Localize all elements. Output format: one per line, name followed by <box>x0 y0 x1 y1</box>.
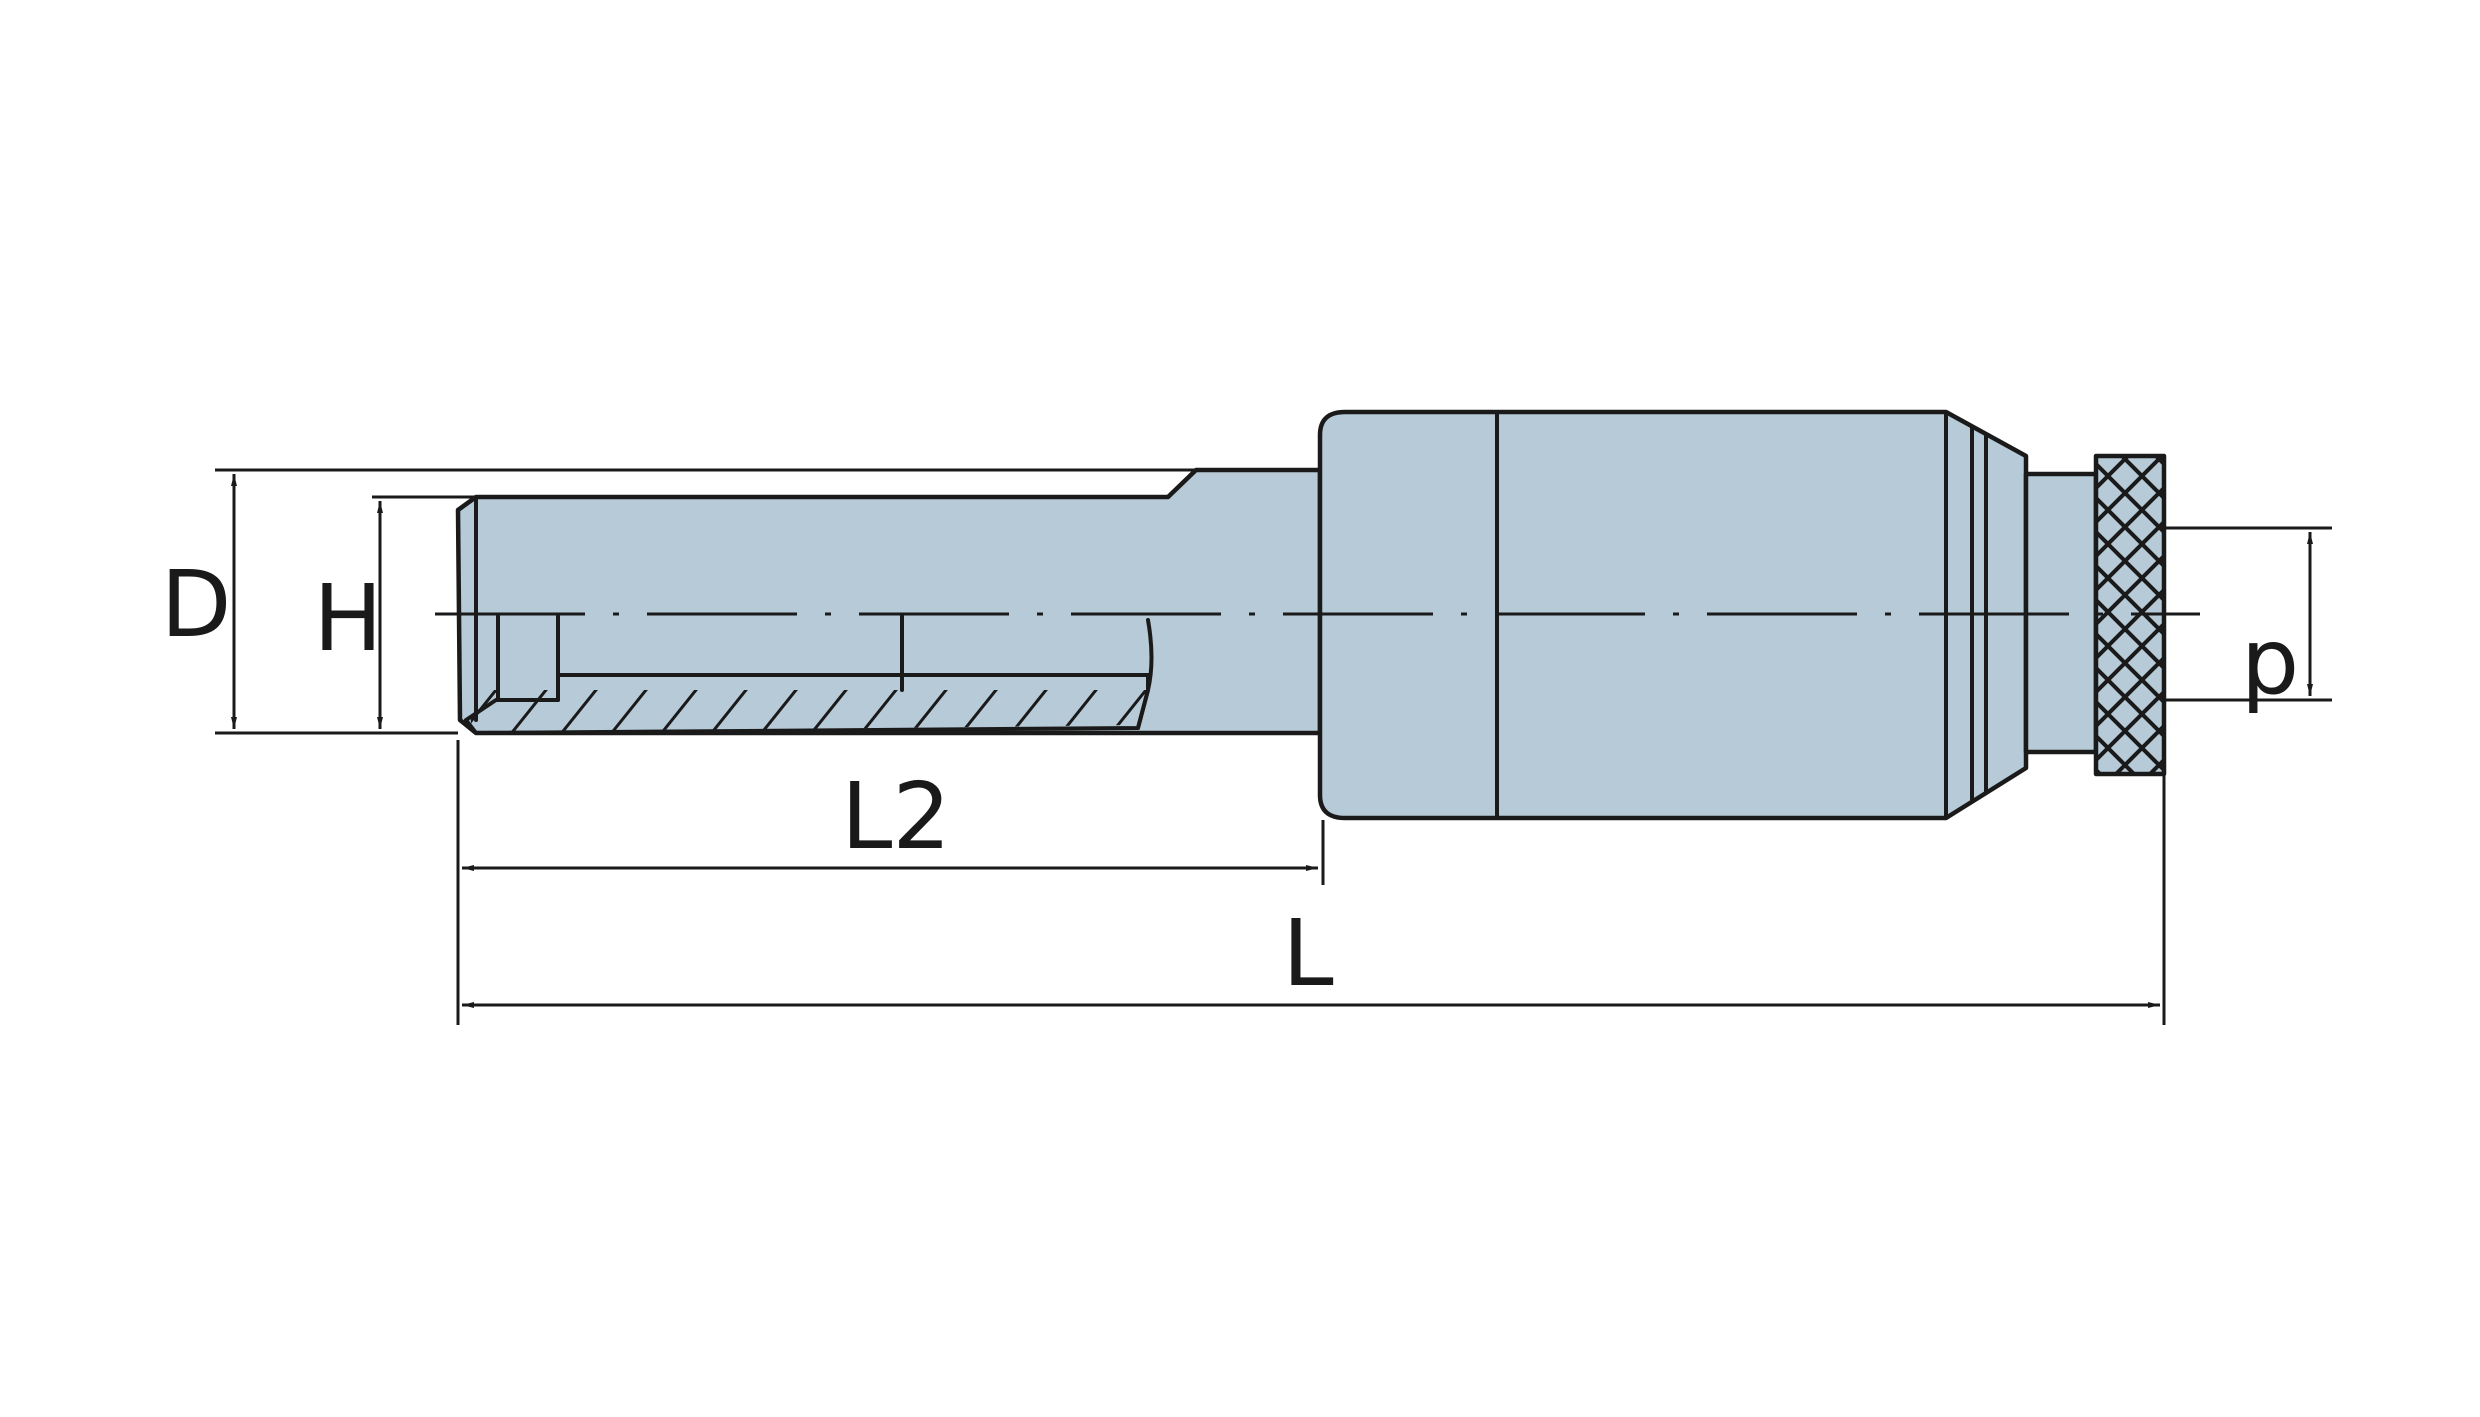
extension-lines <box>215 468 2332 1025</box>
dim-L2-label: L2 <box>841 763 951 870</box>
dim-d-label: d <box>2241 621 2299 728</box>
hatched-section <box>464 618 1154 735</box>
dim-L-label: L <box>1282 900 1333 1007</box>
dim-D-label: D <box>161 551 232 658</box>
dim-H-label: H <box>313 565 382 672</box>
shank-body <box>455 467 1323 736</box>
